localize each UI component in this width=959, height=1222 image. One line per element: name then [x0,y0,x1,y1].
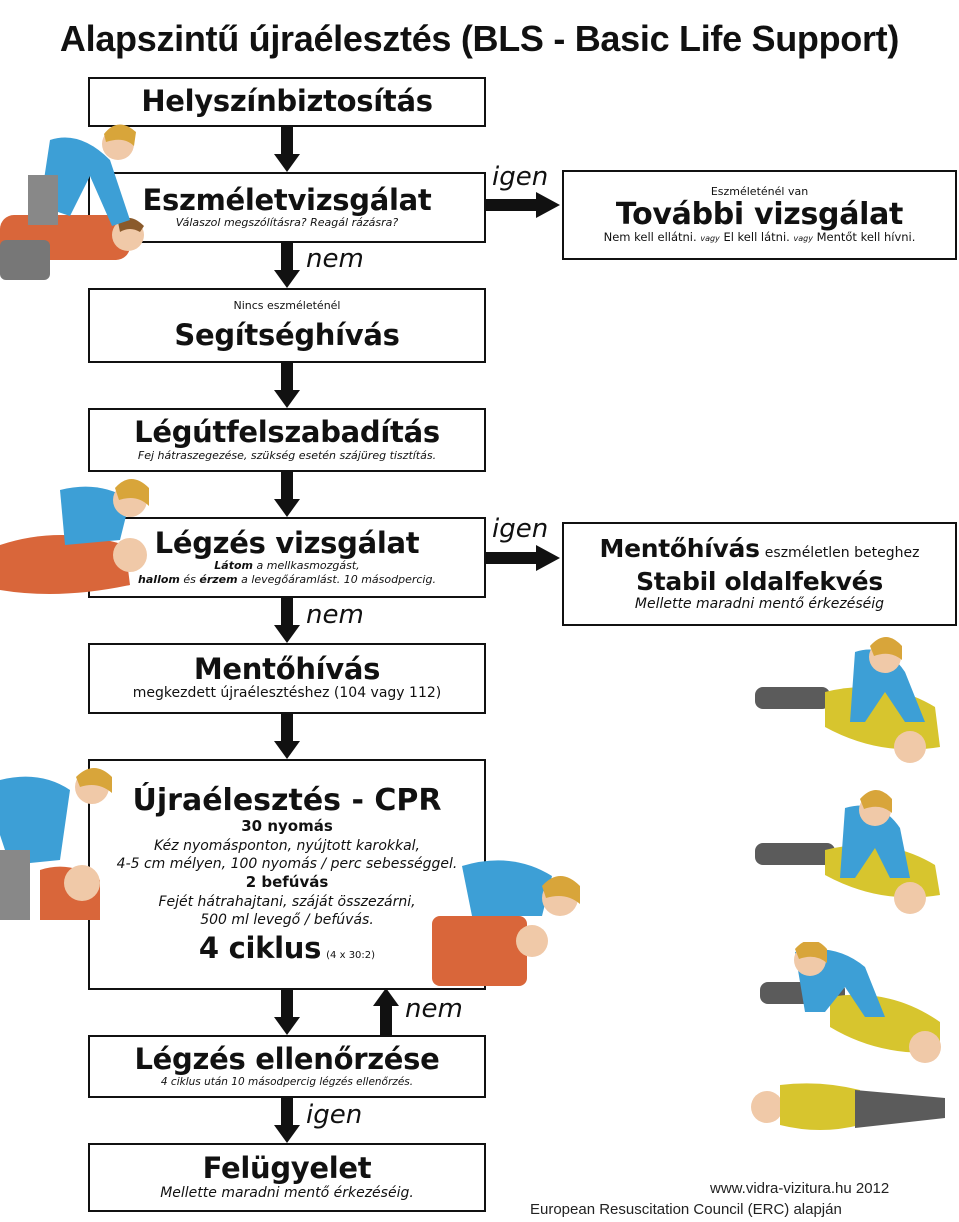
footer-source: European Resuscitation Council (ERC) ala… [530,1201,842,1218]
step-scene-safety: Helyszínbiztosítás [88,77,486,127]
arrow-check-back-to-cpr [373,988,399,1039]
arrow-consciousness-to-help [274,243,300,288]
step-title: Helyszínbiztosítás [141,84,433,119]
step-call-help: Nincs eszméleténél Segítséghívás [88,288,486,363]
step-subtitle: 4 ciklus után 10 másodpercig légzés elle… [160,1075,414,1088]
step-title: Stabil oldalfekvés [636,567,883,597]
step-further-exam: Eszméleténél van További vizsgálat Nem k… [562,170,957,260]
step-cpr: Újraélesztés - CPR 30 nyomás Kéz nyomásp… [88,759,486,990]
step-subtitle: Fej hátraszegezése, szükség esetén szájü… [137,448,437,462]
diagram-title: Alapszintű újraélesztés (BLS - Basic Lif… [59,18,900,59]
arrow-breathing-to-recovery [484,545,560,571]
step-title: Segítséghívás [174,318,400,353]
arrow-breathing-to-ambulance [274,598,300,643]
step-pre: Eszméleténél van [710,185,809,199]
label-yes-check: igen [306,1100,363,1130]
step-title: Eszméletvizsgálat [142,182,432,217]
recovery-position-step-1-illustration [755,637,940,763]
cpr-breaths: 2 befúvás [245,873,329,892]
step-subtitle: Válaszol megszólításra? Reagál rázásra? [175,216,399,230]
rescuer-shaking-victim-illustration [0,124,144,280]
step-title: Felügyelet [202,1150,372,1185]
step-breathing: Légzés vizsgálat Látom a mellkasmozgást,… [88,517,486,598]
step-airway: Légútfelszabadítás Fej hátraszegezése, s… [88,408,486,472]
label-no-breathing: nem [306,600,364,630]
step-title: Légzés vizsgálat [154,526,420,561]
arrow-ambulance-to-cpr [274,714,300,759]
arrow-help-to-airway [274,363,300,408]
step-subtitle: megkezdett újraélesztéshez (104 vagy 112… [132,685,442,702]
label-no-consciousness: nem [306,244,364,274]
step-ambulance: Mentőhívás megkezdett újraélesztéshez (1… [88,643,486,714]
rescuer-checking-breathing-illustration [0,479,149,594]
rescuer-rescue-breath-illustration [432,860,580,986]
arrow-scene-to-consciousness [274,127,300,172]
step-title-row: Mentőhívás eszméletlen beteghez [599,533,920,563]
label-yes-breathing: igen [492,514,549,544]
step-check-breathing: Légzés ellenőrzése 4 ciklus után 10 máso… [88,1035,486,1098]
rescuer-compressions-illustration [0,768,112,920]
step-subtitle: Mellette maradni mentő érkezéséig. [160,1185,414,1202]
cpr-breath-line-2: 500 ml levegő / befúvás. [200,912,374,929]
step-monitoring: Felügyelet Mellette maradni mentő érkezé… [88,1143,486,1212]
arrow-cpr-to-check [274,990,300,1035]
step-title: További vizsgálat [615,196,904,232]
cpr-breath-line-1: Fejét hátrahajtani, száját összezárni, [158,893,416,910]
step-consciousness: Eszméletvizsgálat Válaszol megszólításra… [88,172,486,243]
step-subtitle: Mellette maradni mentő érkezéséig [634,596,885,613]
step-pre: Nincs eszméleténél [233,299,341,313]
cpr-cycles-row: 4 ciklus (4 x 30:2) [198,931,376,966]
recovery-position-step-2-illustration [755,790,940,914]
step-line-2: hallom és érzem a levegőáramlást. 10 más… [138,573,436,587]
cpr-compressions: 30 nyomás [241,817,333,836]
step-title: Mentőhívás [193,652,381,687]
step-recovery: Mentőhívás eszméletlen beteghez Stabil o… [562,522,957,626]
arrow-consciousness-to-further [484,192,560,218]
arrow-check-to-monitoring [274,1098,300,1143]
label-no-check: nem [405,994,463,1024]
step-title: Légútfelszabadítás [134,415,440,450]
step-line-1: Látom a mellkasmozgást, [214,559,360,573]
step-note: Nem kell ellátni. vagy El kell látni. va… [603,229,916,244]
step-title: Újraélesztés - CPR [132,783,442,819]
cpr-comp-line-1: Kéz nyomásponton, nyújtott karokkal, [153,837,421,854]
footer-site: www.vidra-vizitura.hu 2012 [710,1180,890,1197]
arrow-airway-to-breathing [274,472,300,517]
label-yes-consciousness: igen [492,162,549,192]
cpr-comp-line-2: 4-5 cm mélyen, 100 nyomás / perc sebessé… [116,856,458,873]
recovery-position-step-3-illustration [760,942,941,1063]
step-title: Légzés ellenőrzése [134,1042,440,1077]
recovery-position-final-illustration [751,1083,945,1130]
